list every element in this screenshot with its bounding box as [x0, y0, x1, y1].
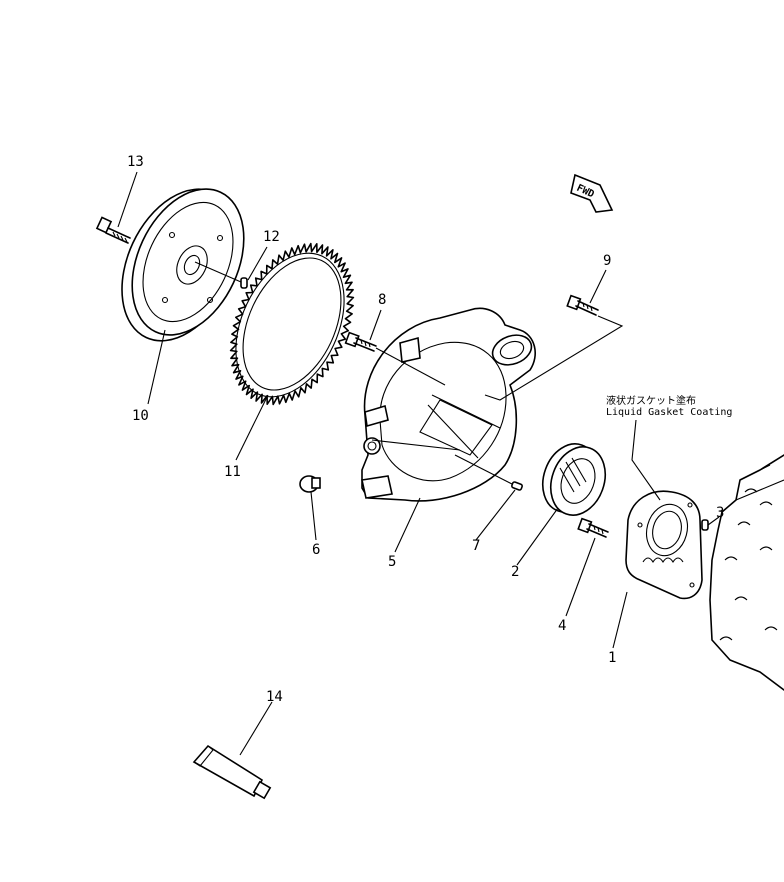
callout-13: 13 [127, 154, 144, 170]
dowel-pin-3 [701, 519, 709, 531]
note-japanese: 液状ガスケット塗布 [606, 394, 696, 407]
callout-10: 10 [132, 408, 149, 424]
plate-bolt-4 [577, 517, 609, 538]
callout-6: 6 [312, 542, 320, 558]
housing-bolt-9 [484, 294, 624, 401]
callout-8: 8 [378, 292, 386, 308]
dowel-pin-7 [454, 454, 523, 491]
callout-2: 2 [511, 564, 519, 580]
engine-block [709, 454, 784, 691]
flywheel-housing [361, 307, 536, 502]
callout-3: 3 [716, 505, 724, 521]
rear-plate [625, 490, 703, 600]
callout-14: 14 [266, 689, 283, 705]
callout-labels: 1 2 3 4 5 6 7 8 9 10 11 12 13 14 [127, 154, 724, 705]
housing-bolt-8 [344, 331, 446, 386]
callout-9: 9 [603, 253, 611, 269]
dowel-pin-12 [194, 261, 248, 289]
callout-5: 5 [388, 554, 396, 570]
note-english: Liquid Gasket Coating [606, 407, 732, 418]
oil-seal [541, 443, 607, 516]
leader-lines [117, 171, 720, 756]
gasket-note: 液状ガスケット塗布 Liquid Gasket Coating [606, 394, 732, 418]
drain-plug [299, 475, 321, 493]
callout-11: 11 [224, 464, 241, 480]
flywheel-bolt [95, 216, 131, 244]
ring-gear [229, 242, 355, 406]
flywheel [121, 188, 245, 342]
callout-4: 4 [558, 618, 566, 634]
fwd-arrow: FWD [570, 173, 614, 213]
callout-7: 7 [472, 538, 480, 554]
callout-1: 1 [608, 650, 616, 666]
gasket-tube [192, 744, 272, 800]
callout-12: 12 [263, 229, 280, 245]
